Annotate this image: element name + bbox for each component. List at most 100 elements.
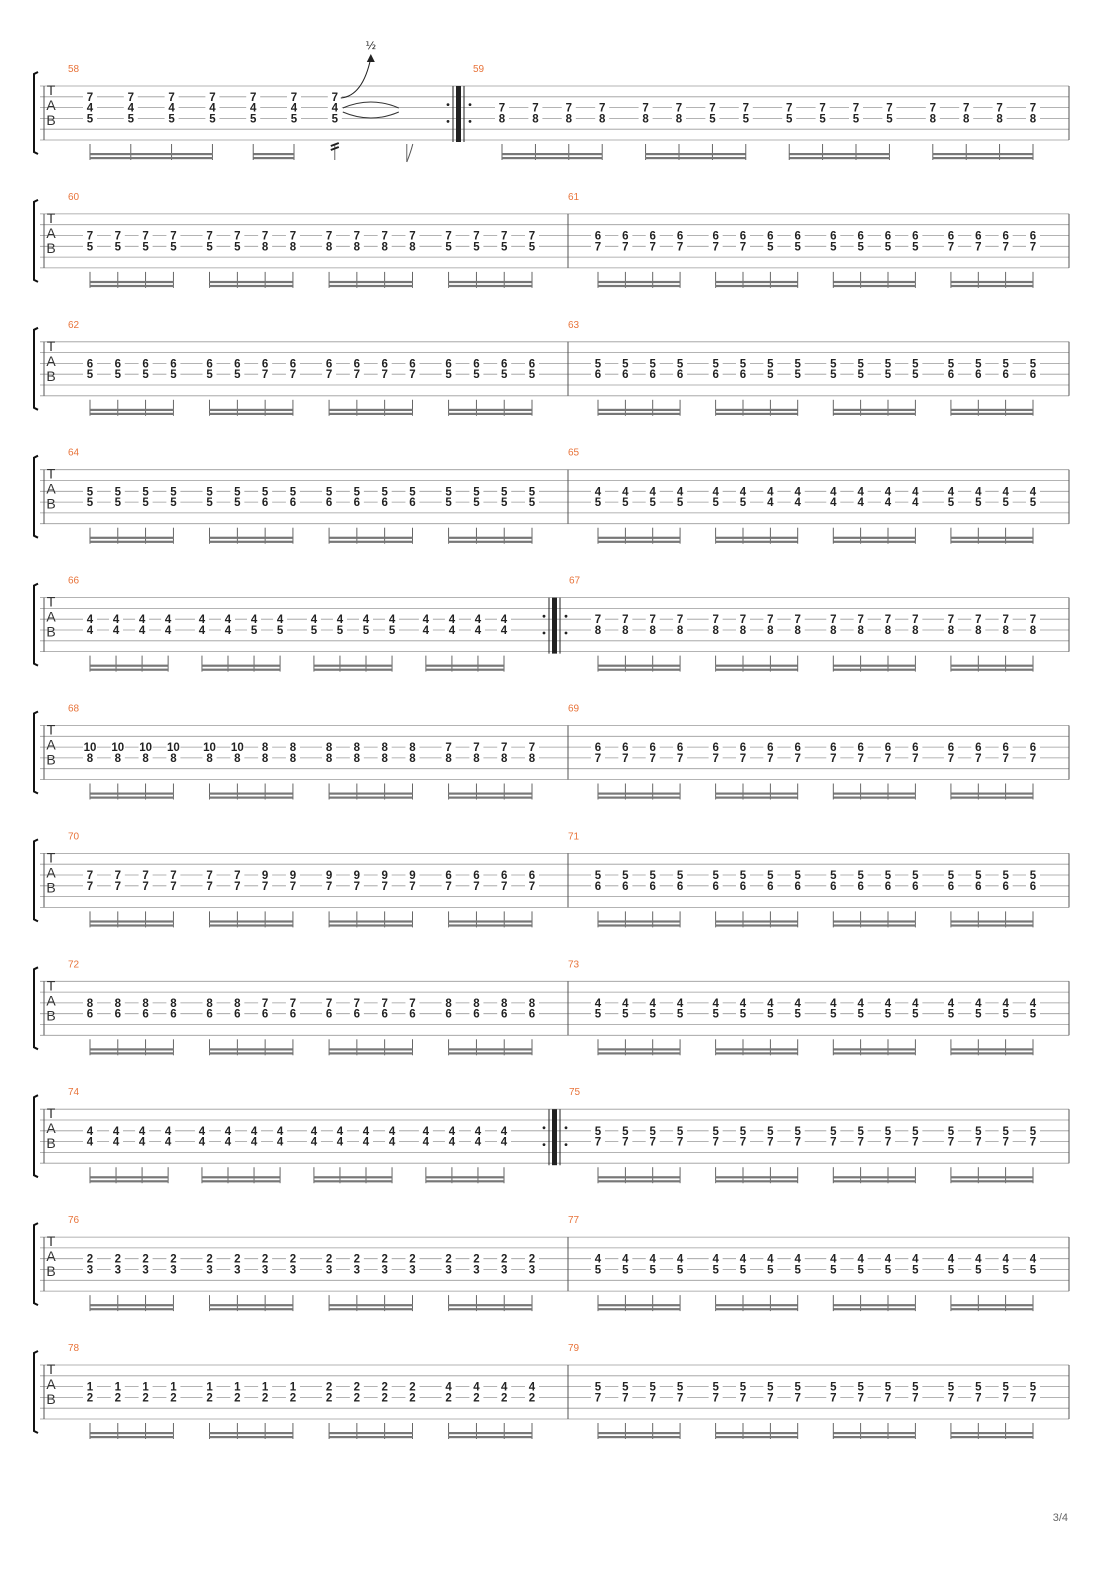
fret-bg (826, 870, 841, 880)
fret-bg (638, 102, 653, 113)
fret-bg (591, 614, 605, 625)
fret-number: 7 (409, 369, 415, 381)
fret-number: 4 (337, 1137, 344, 1149)
fret-bg (418, 1125, 433, 1136)
fret-bg (763, 1008, 778, 1019)
beam (502, 157, 603, 160)
fret-number: 4 (712, 486, 719, 498)
fret-number: 4 (139, 1137, 146, 1149)
fret-bg (441, 880, 456, 891)
fret-number: 8 (115, 753, 122, 765)
fret-number: 5 (1030, 870, 1037, 882)
fret-bg (1026, 997, 1040, 1008)
fret-number: 4 (113, 625, 120, 637)
fret-bg (258, 752, 273, 763)
beam (950, 1052, 1033, 1055)
fret-bg (943, 358, 958, 369)
fret-bg (673, 1253, 688, 1264)
fret-bg (618, 1253, 633, 1264)
measure-number: 67 (569, 576, 581, 587)
measure-number: 61 (568, 192, 580, 203)
fret-number: 5 (87, 241, 94, 253)
fret-number: 6 (326, 1009, 332, 1021)
fret-bg (166, 497, 181, 508)
fret-bg (444, 1136, 459, 1147)
fret-bg (853, 1136, 868, 1147)
fret-bg (166, 1392, 181, 1403)
fret-number: 5 (529, 486, 536, 498)
fret-number: 6 (262, 358, 268, 370)
fret-bg (763, 997, 778, 1008)
fret-number: 4 (948, 998, 955, 1010)
fret-number: 5 (1030, 1265, 1037, 1277)
fret-number: 5 (975, 1009, 982, 1021)
fret-bg (205, 91, 220, 102)
fret-number: 8 (354, 753, 361, 765)
beam (789, 153, 890, 156)
fret-number: 7 (830, 1137, 836, 1149)
tab-clef-letter: A (46, 1376, 56, 1392)
fret-number: 4 (363, 614, 370, 626)
fret-number: 7 (963, 103, 969, 115)
fret-number: 6 (501, 1009, 507, 1021)
beam (715, 668, 798, 671)
fret-number: 6 (354, 497, 360, 509)
fret-bg (971, 1381, 986, 1392)
fret-number: 3 (290, 1265, 296, 1277)
fret-bg (943, 241, 958, 252)
fret-number: 8 (473, 998, 480, 1010)
fret-bg (591, 486, 605, 497)
fret-number: 4 (1002, 998, 1009, 1010)
fret-number: 9 (354, 870, 360, 882)
fret-bg (708, 1381, 723, 1392)
fret-number: 4 (251, 1126, 258, 1138)
fret-number: 4 (650, 998, 657, 1010)
beam (598, 796, 681, 799)
fret-number: 6 (857, 742, 863, 754)
fret-bg (1026, 358, 1040, 369)
fret-number: 5 (948, 1009, 955, 1021)
tab-clef-letter: T (47, 849, 56, 865)
fret-number: 7 (501, 231, 507, 243)
fret-number: 2 (115, 1254, 121, 1266)
fret-bg (736, 1008, 750, 1019)
fret-bg (736, 497, 750, 508)
fret-number: 7 (354, 369, 360, 381)
fret-number: 7 (326, 998, 332, 1010)
fret-number: 5 (795, 1009, 802, 1021)
slur (342, 101, 399, 109)
fret-bg (618, 241, 633, 252)
fret-bg (377, 997, 392, 1008)
fret-bg (673, 241, 688, 252)
fret-bg (998, 497, 1013, 508)
fret-bg (83, 997, 97, 1008)
fret-number: 1 (115, 1382, 122, 1394)
fret-bg (881, 230, 895, 241)
fret-bg (349, 1264, 364, 1275)
repeat-dot (542, 631, 546, 635)
fret-number: 5 (473, 497, 480, 509)
beam (329, 796, 413, 799)
fret-bg (469, 1381, 484, 1392)
fret-bg (385, 1125, 400, 1136)
fret-bg (285, 1392, 300, 1403)
fret-bg (166, 369, 181, 380)
fret-bg (908, 358, 923, 369)
fret-bg (736, 880, 750, 891)
beam (90, 1432, 174, 1435)
fret-bg (591, 1008, 605, 1019)
fret-number: 7 (819, 103, 825, 115)
beam (209, 284, 293, 288)
fret-bg (591, 742, 605, 753)
tab-clef-letter: B (46, 112, 55, 128)
fret-number: 5 (142, 486, 149, 498)
fret-number: 6 (740, 742, 746, 754)
beam (90, 920, 174, 923)
fret-number: 4 (199, 1137, 206, 1149)
fret-bg (708, 742, 723, 753)
fret-number: 4 (740, 1254, 747, 1266)
fret-number: 1 (262, 1382, 269, 1394)
fret-number: 5 (389, 625, 396, 637)
fret-number: 5 (473, 486, 480, 498)
